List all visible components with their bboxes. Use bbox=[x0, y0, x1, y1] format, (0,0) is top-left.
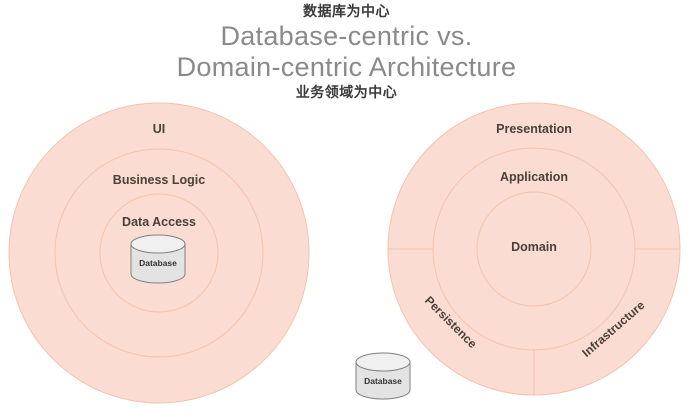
cylinder-top bbox=[130, 234, 186, 254]
ring-label-business-logic: Business Logic bbox=[113, 173, 205, 187]
database-cylinder-center[interactable]: Database bbox=[130, 234, 186, 284]
right-circle-group: Presentation Application Domain Persiste… bbox=[387, 102, 681, 396]
ring-domain[interactable] bbox=[476, 191, 592, 307]
ring-label-ui: UI bbox=[153, 122, 166, 136]
database-cylinder-label: Database bbox=[364, 376, 402, 386]
ring-label-application: Application bbox=[500, 170, 568, 184]
database-cylinder-external[interactable]: Database bbox=[355, 352, 411, 400]
left-circle-group: UI Business Logic Data Access Database bbox=[8, 102, 310, 404]
ring-label-presentation: Presentation bbox=[496, 122, 572, 136]
database-cylinder-label: Database bbox=[139, 258, 177, 268]
cylinder-body bbox=[130, 243, 186, 284]
ring-label-data-access: Data Access bbox=[122, 215, 196, 229]
ring-label-domain: Domain bbox=[511, 240, 557, 254]
cylinder-top bbox=[355, 352, 411, 372]
cylinder-body bbox=[355, 361, 411, 400]
